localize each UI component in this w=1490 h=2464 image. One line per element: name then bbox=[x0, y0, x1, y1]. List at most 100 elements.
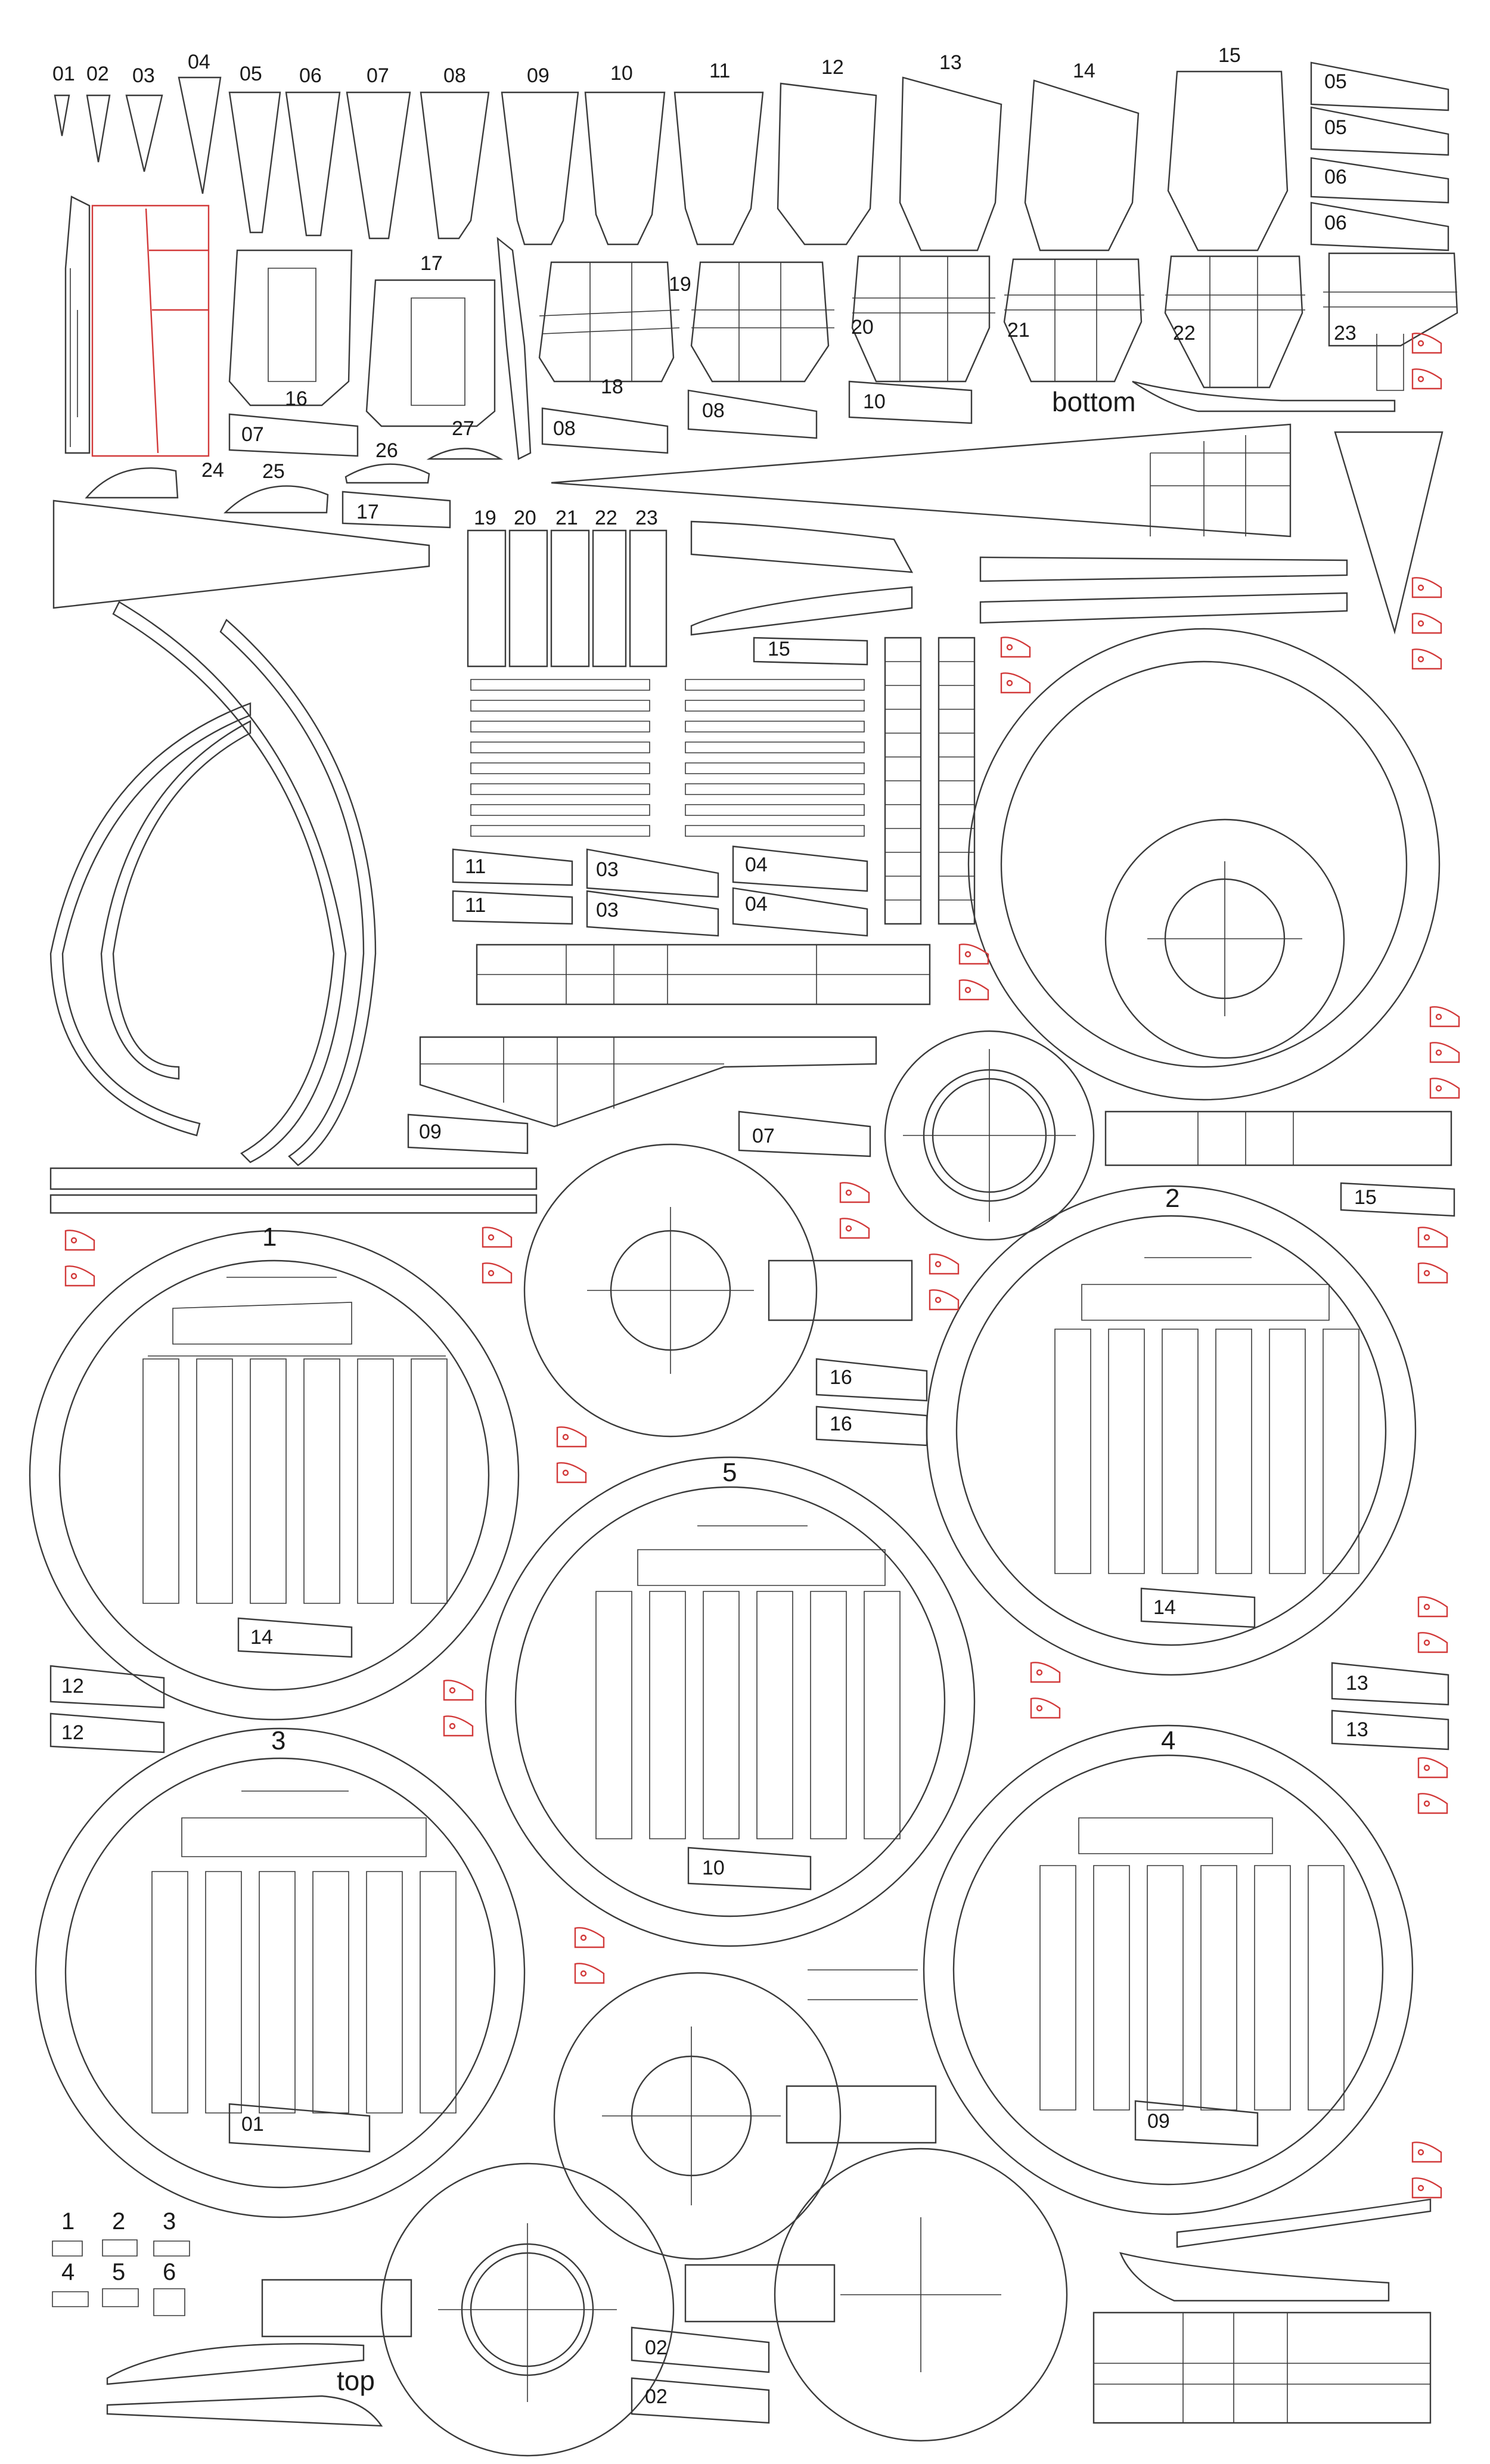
wheel-3-inner bbox=[64, 1757, 496, 2189]
red-tab-mark bbox=[574, 1927, 605, 1948]
top-label: top bbox=[337, 2365, 375, 2396]
label-01: 01 bbox=[52, 63, 75, 85]
wing-b bbox=[106, 2395, 383, 2427]
red-inner-lines bbox=[145, 208, 209, 454]
label-14: 14 bbox=[1073, 60, 1095, 82]
label-16: 16 bbox=[285, 387, 308, 410]
label-strip-04a: 04 bbox=[745, 854, 768, 876]
grid-bottom-right-inner bbox=[1094, 2313, 1430, 2423]
label-05: 05 bbox=[240, 63, 262, 85]
strip-05b bbox=[1310, 106, 1449, 156]
strip-05a bbox=[1310, 61, 1449, 111]
label-strip-05a: 05 bbox=[1324, 70, 1347, 93]
frame-labels: 16 17 18 19 20 21 22 23 bbox=[285, 252, 1356, 410]
wheel-hub-ring bbox=[1104, 818, 1345, 1059]
label-strip-07: 07 bbox=[241, 423, 264, 446]
strip-17 bbox=[342, 491, 451, 529]
strip-15-right bbox=[1340, 1182, 1455, 1217]
label-strip-15-right: 15 bbox=[1354, 1186, 1377, 1209]
red-tab-mark bbox=[1417, 1596, 1448, 1618]
red-tab-dot bbox=[1417, 2184, 1424, 2192]
circle-b-tab bbox=[768, 1259, 913, 1321]
strips-03 bbox=[586, 848, 719, 937]
wheel-4-inner-details bbox=[1078, 1817, 1273, 1854]
red-tab-dot bbox=[1423, 1270, 1430, 1277]
label-21: 21 bbox=[1007, 319, 1030, 342]
wheel-4-strip bbox=[1134, 2100, 1259, 2147]
frame-21-inner bbox=[1004, 259, 1144, 381]
label-strip-09: 09 bbox=[419, 1121, 442, 1143]
frame-23 bbox=[1328, 252, 1458, 347]
pin-strips-left bbox=[470, 679, 650, 837]
wheel-3-outer bbox=[35, 1727, 526, 2218]
label-col-19: 19 bbox=[474, 507, 496, 529]
legend-5: 5 bbox=[112, 2259, 125, 2285]
label-strip-15: 15 bbox=[768, 638, 790, 660]
long-bars bbox=[49, 1167, 538, 1214]
wheel-3-strip-label: 01 bbox=[241, 2113, 264, 2136]
grid-panel-a-inner bbox=[477, 945, 930, 1004]
red-tab-dot bbox=[488, 1234, 495, 1241]
long-wedge-panel bbox=[551, 423, 1292, 538]
red-tab-mark bbox=[64, 1265, 95, 1287]
ladder-rungs bbox=[885, 661, 974, 901]
label-strip-03a: 03 bbox=[596, 858, 619, 881]
left-wedge-panel bbox=[52, 499, 430, 609]
red-tab-dot bbox=[562, 1433, 569, 1441]
circle-a-outer bbox=[884, 1030, 1095, 1241]
label-col-23: 23 bbox=[635, 507, 658, 529]
label-strip-10: 10 bbox=[863, 390, 886, 413]
strips-04 bbox=[732, 845, 868, 937]
frame-20-inner bbox=[852, 256, 995, 381]
side-strips-lower: 12 12 13 13 bbox=[49, 1662, 1449, 1754]
label-22: 22 bbox=[1173, 322, 1196, 345]
legend-2: 2 bbox=[112, 2208, 125, 2235]
legend-boxes bbox=[52, 2239, 190, 2316]
wheel-5-strip bbox=[687, 1847, 812, 1891]
mid-wedges: 15 bbox=[690, 520, 1348, 666]
label-07: 07 bbox=[367, 64, 389, 87]
label-strip-02a: 02 bbox=[645, 2336, 668, 2359]
frame-18-inner bbox=[539, 262, 680, 381]
label-strip-12a: 12 bbox=[61, 1675, 84, 1698]
small-parts: 24 25 26 27 bbox=[85, 237, 532, 514]
label-strip-03b: 03 bbox=[596, 899, 619, 921]
label-19: 19 bbox=[669, 273, 691, 296]
arc-inner-b bbox=[100, 720, 252, 1080]
wheel-4-number: 4 bbox=[1161, 1726, 1175, 1755]
wheel-3: 3 01 bbox=[35, 1726, 526, 2218]
red-tab-mark bbox=[1411, 2177, 1442, 2199]
red-tab-mark bbox=[1411, 613, 1442, 634]
strip-06a bbox=[1310, 157, 1449, 204]
red-tab-mark bbox=[1417, 1227, 1448, 1248]
wheel-1-inner-details bbox=[148, 1277, 446, 1357]
circle-b-outer bbox=[523, 1143, 818, 1438]
arc-inner-a bbox=[49, 702, 252, 1137]
red-tab-dot bbox=[1006, 679, 1013, 687]
label-col-21: 21 bbox=[555, 507, 578, 529]
red-tab-dot bbox=[449, 1723, 456, 1730]
red-tab-mark bbox=[839, 1182, 870, 1203]
red-tab-mark bbox=[1429, 1042, 1460, 1063]
red-tab-mark bbox=[64, 1230, 95, 1251]
wheel-1-inner bbox=[58, 1259, 490, 1691]
circle-e-cross bbox=[840, 2217, 1001, 2372]
strip-09-mid bbox=[407, 1113, 529, 1155]
label-06: 06 bbox=[299, 64, 322, 87]
strip-06b bbox=[1310, 201, 1449, 252]
label-col-22: 22 bbox=[595, 507, 617, 529]
piece-14 bbox=[1024, 79, 1140, 252]
arc-outer-a bbox=[112, 601, 347, 1163]
left-tall-outline bbox=[64, 195, 91, 454]
label-strip-06b: 06 bbox=[1324, 212, 1347, 234]
piece-12 bbox=[777, 82, 877, 246]
label-03: 03 bbox=[132, 64, 155, 87]
frame-19-inner bbox=[691, 262, 834, 381]
wheel-5: 5 10 bbox=[485, 1456, 976, 1947]
bottom-label: bottom bbox=[1052, 386, 1136, 417]
piece-05 bbox=[228, 91, 281, 234]
red-tab-dot bbox=[1423, 1764, 1430, 1771]
wheel-3-strip bbox=[228, 2103, 371, 2153]
frame-21 bbox=[1003, 258, 1143, 383]
